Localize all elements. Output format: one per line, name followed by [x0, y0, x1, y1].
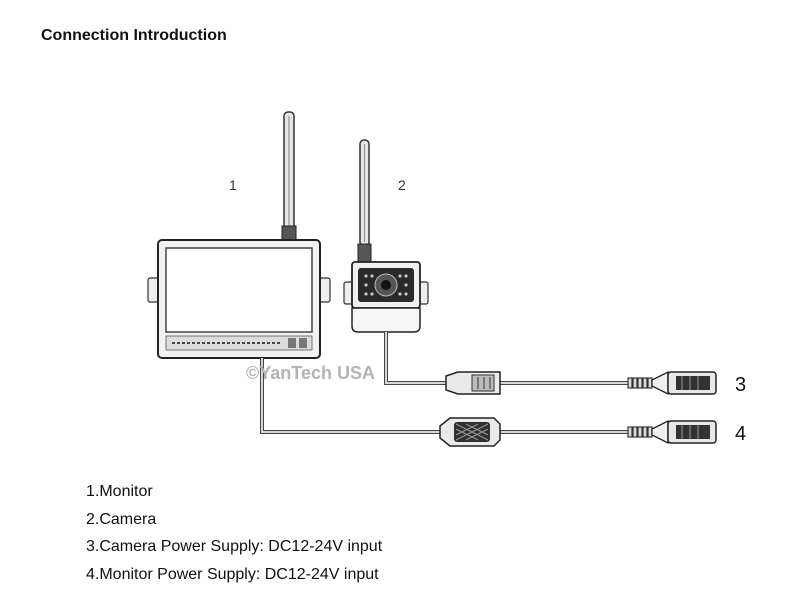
monitor-antenna: [281, 111, 297, 241]
monitor-cable-connector: [439, 417, 501, 447]
callout-camera: 2: [398, 177, 406, 193]
legend-item-monitor-power: 4.Monitor Power Supply: DC12-24V input: [86, 565, 379, 583]
camera-power-plug: [627, 370, 717, 396]
callout-monitor-power: 4: [735, 423, 746, 445]
watermark: ©YanTech USA: [246, 363, 375, 383]
legend-item-camera-power: 3.Camera Power Supply: DC12-24V input: [86, 538, 383, 555]
callout-camera-power: 3: [735, 374, 746, 396]
monitor-cable: [260, 358, 628, 434]
monitor: [147, 239, 331, 359]
legend-list: 1.Monitor 2.Camera 3.Camera Power Supply…: [86, 478, 382, 588]
callout-monitor: 1: [229, 177, 237, 193]
legend-item-monitor: 1.Monitor: [86, 483, 153, 500]
legend-item-camera: 2.Camera: [86, 510, 157, 528]
camera-antenna: [357, 139, 372, 263]
camera-cable: [384, 332, 628, 385]
monitor-power-plug: [627, 419, 717, 445]
page-title: Connection Introduction: [41, 27, 227, 44]
camera: [343, 261, 429, 333]
camera-cable-connector: [445, 371, 501, 395]
